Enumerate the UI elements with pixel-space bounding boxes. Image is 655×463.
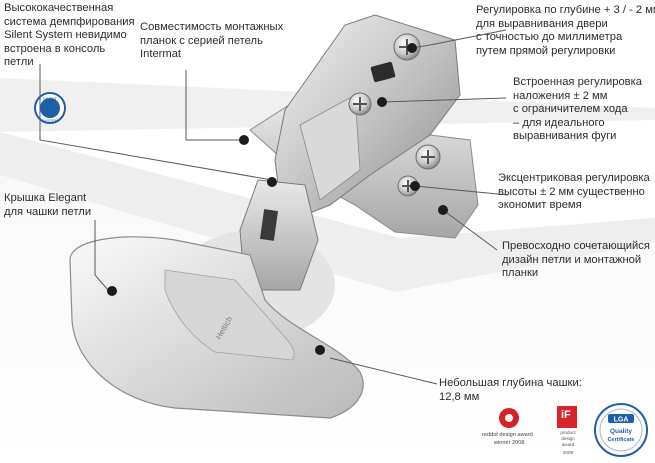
silent-logo-bottom: SYSTEM bbox=[42, 118, 58, 123]
overlay-screw bbox=[348, 92, 372, 116]
callout-cup-depth: Небольшая глубина чашки:12,8 мм bbox=[439, 377, 582, 403]
lga-line2: Certificate bbox=[608, 437, 635, 443]
plate-screw-top bbox=[415, 144, 441, 170]
reddot-award-badge: reddot design award winner 2008 bbox=[482, 402, 552, 458]
reddot-year: winner 2008 bbox=[494, 440, 525, 446]
lga-quality-badge: LGA Quality Certificate bbox=[590, 402, 652, 458]
callout-leaders bbox=[39, 29, 509, 385]
callout-dots bbox=[107, 43, 448, 355]
silent-system-logo: SILENT SYSTEM bbox=[34, 92, 66, 124]
lga-line1: Quality bbox=[610, 428, 632, 435]
door-surface bbox=[0, 132, 655, 292]
lga-brand: LGA bbox=[614, 417, 629, 424]
silent-logo-top: SILENT bbox=[43, 96, 58, 101]
if-award-badge: iF product design award 2009 bbox=[555, 404, 579, 456]
reddot-title: reddot design award bbox=[482, 432, 533, 438]
hinge-neck bbox=[239, 179, 319, 291]
lga-seal-icon: LGA Quality Certificate bbox=[594, 403, 648, 457]
if-logo-icon: iF bbox=[557, 406, 577, 428]
reddot-icon bbox=[499, 408, 519, 428]
